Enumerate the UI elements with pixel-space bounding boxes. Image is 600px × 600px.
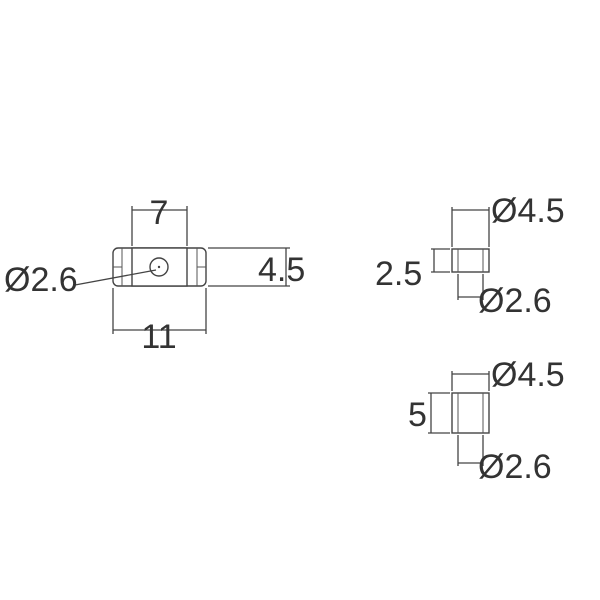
short-bushing-inner-dim: Ø2.6 — [457, 274, 552, 320]
long-bushing-label-outer: Ø4.5 — [491, 356, 565, 394]
long-bushing-label-length: 5 — [408, 396, 427, 434]
long-bushing-length-dim: 5 — [408, 392, 450, 434]
short-bushing-part — [451, 248, 490, 273]
dim-label-11: 11 — [141, 318, 176, 356]
dimension-width-inner: 7 — [131, 194, 188, 246]
long-bushing-inner-dim: Ø2.6 — [457, 435, 552, 486]
hole-center-mark — [157, 265, 161, 269]
short-bushing-length-dim: 2.5 — [375, 248, 450, 293]
dim-label-7: 7 — [150, 194, 169, 232]
short-bushing-label-inner: Ø2.6 — [478, 282, 552, 320]
front-view-part — [112, 247, 207, 287]
front-view: 7 4.5 Ø2.6 11 — [4, 194, 305, 356]
long-bushing-view: Ø4.5 5 Ø2.6 — [408, 356, 565, 486]
dim-label-4-5: 4.5 — [258, 251, 305, 289]
dimension-width-total: 11 — [112, 288, 207, 356]
short-bushing-outline — [451, 248, 490, 273]
dimension-hole: Ø2.6 — [4, 261, 157, 299]
short-bushing-outer-dim: Ø4.5 — [451, 192, 565, 247]
short-bushing-view: Ø4.5 2.5 Ø2.6 — [375, 192, 565, 320]
long-bushing-label-inner: Ø2.6 — [478, 448, 552, 486]
short-bushing-label-outer: Ø4.5 — [491, 192, 565, 230]
long-bushing-part — [451, 392, 490, 434]
long-bushing-outer-dim: Ø4.5 — [451, 356, 565, 394]
dimension-height: 4.5 — [208, 247, 305, 289]
short-bushing-label-length: 2.5 — [375, 255, 422, 293]
dim-label-hole-2-6: Ø2.6 — [4, 261, 78, 299]
